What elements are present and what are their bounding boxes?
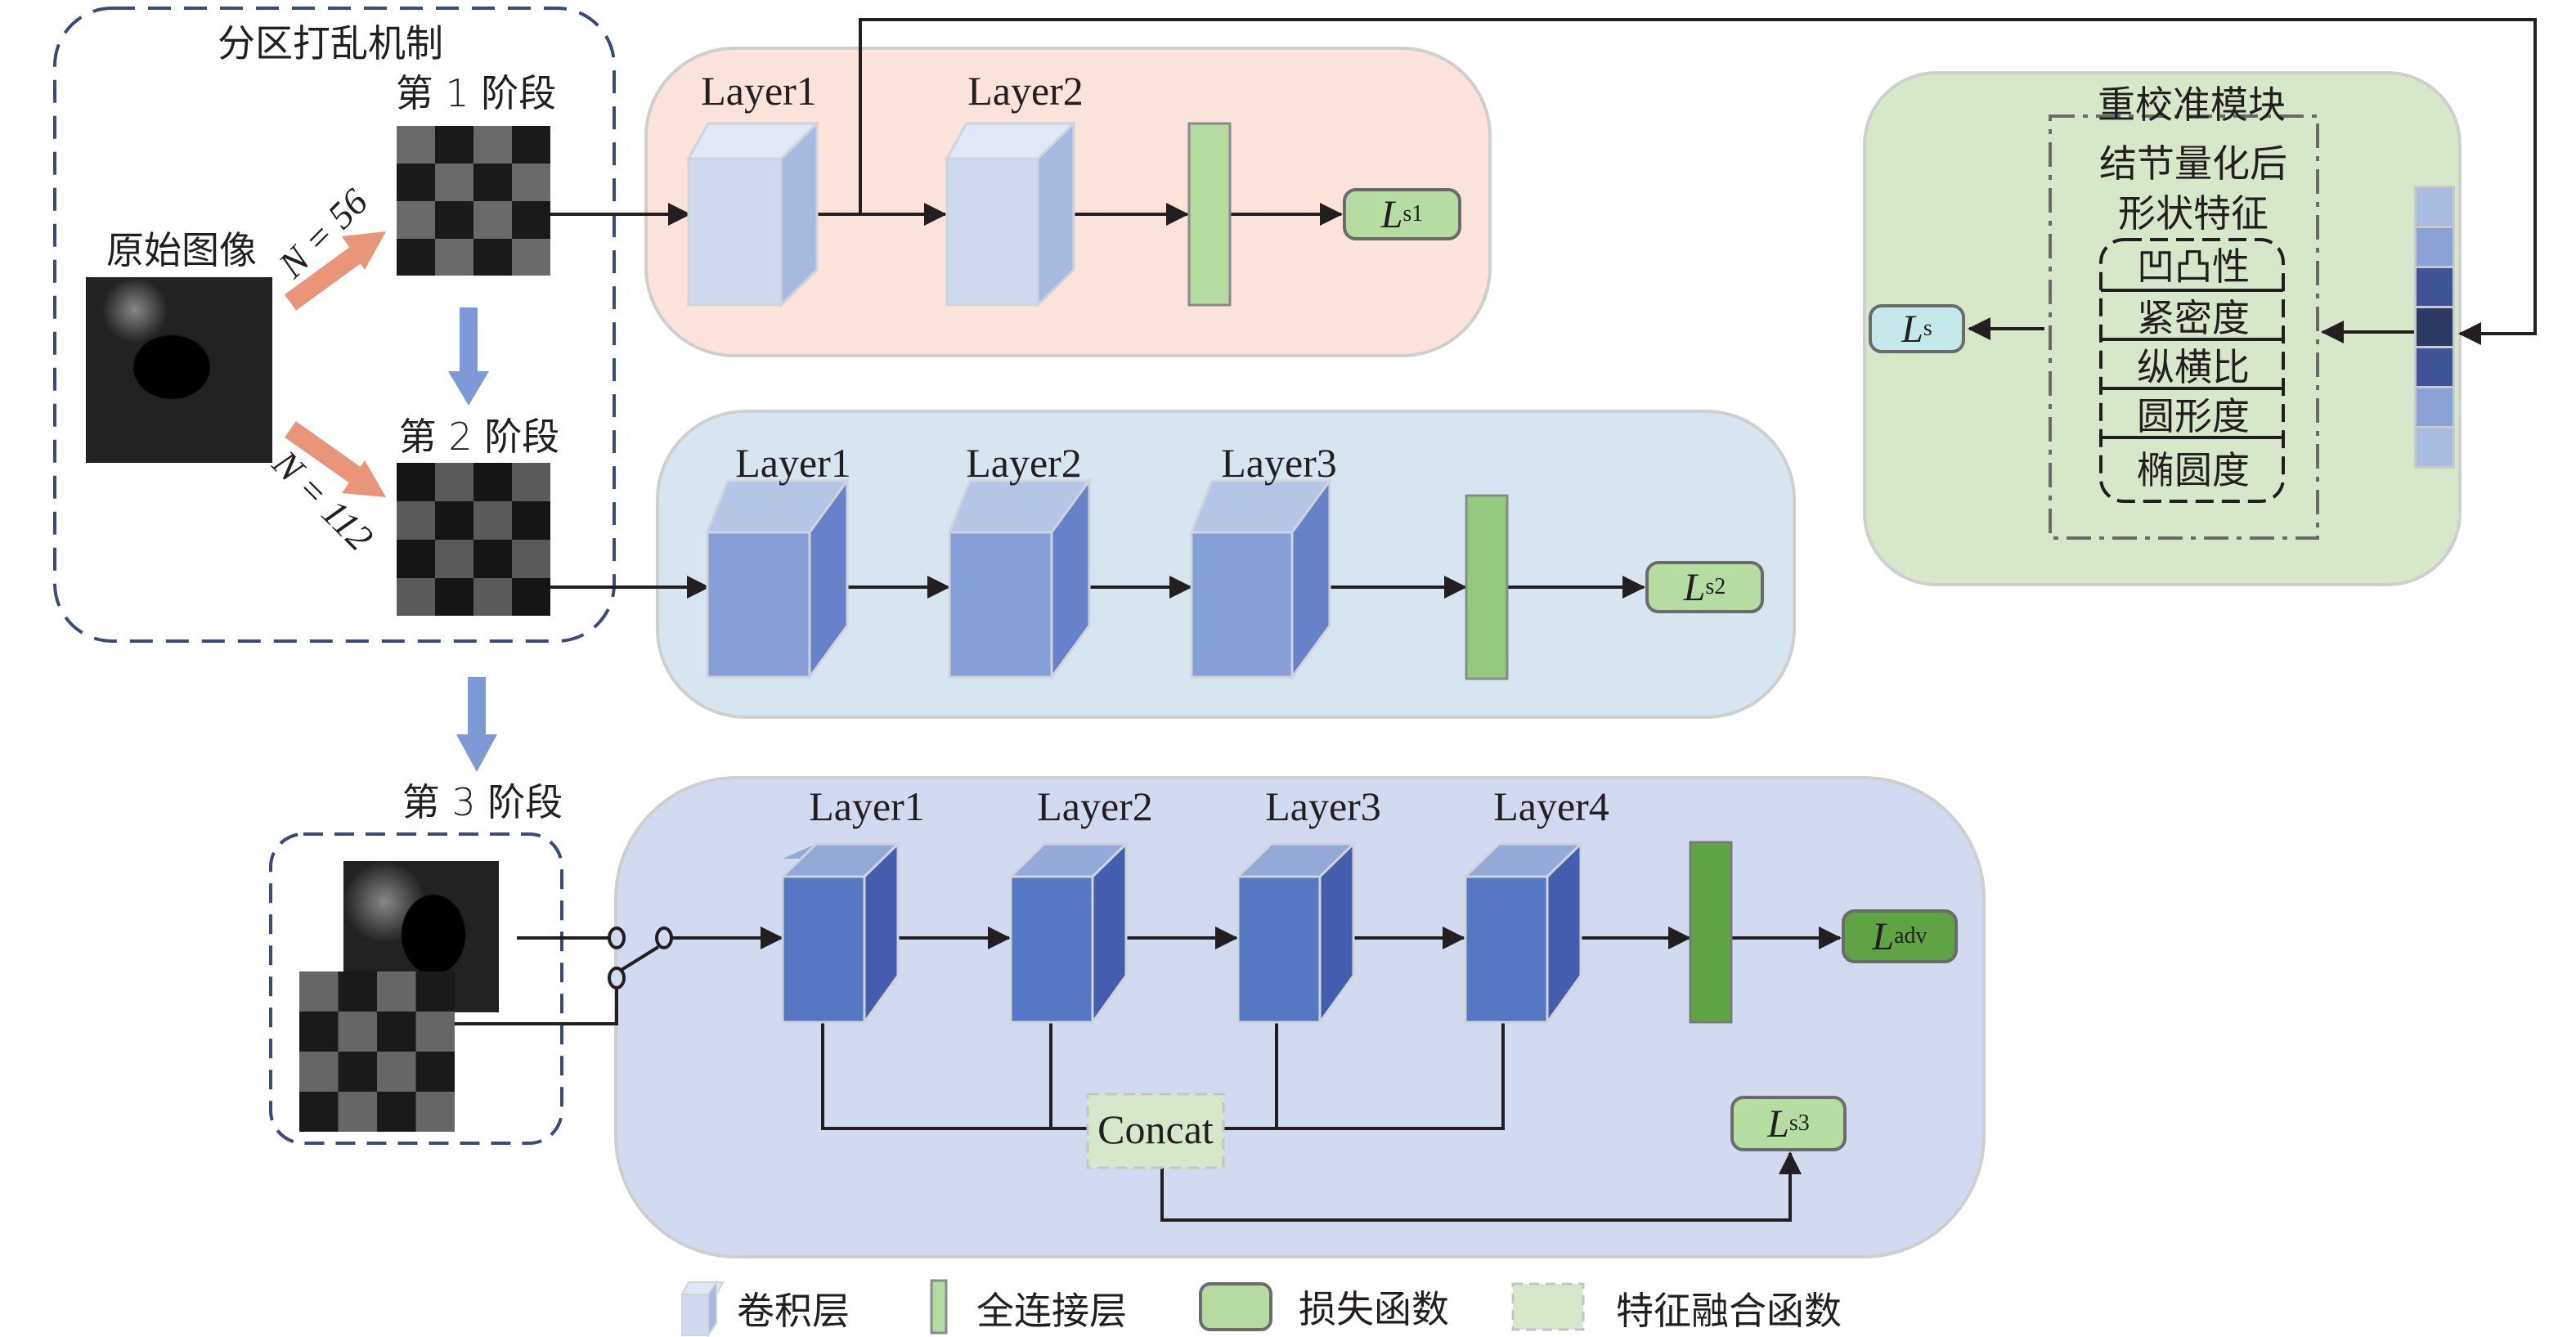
switch-lever [620,945,660,971]
feature-compactness: 紧密度 [2137,296,2250,340]
branch1-fc-layer [1187,122,1232,307]
branch2-fc-layer [1465,494,1509,680]
stage2-label: 第 2 阶段 [398,415,560,459]
branch3-fc-layer [1689,841,1733,1024]
loss-s1-symbol: L [1380,192,1403,236]
loss-s2-symbol: L [1683,565,1706,609]
branch3-conv-layer2 [1008,841,1129,1026]
branch3-layer3-label: Layer3 [1265,783,1381,829]
branch2-conv-layer2 [947,477,1092,681]
feature-vector [2414,186,2455,469]
loss-s3-symbol: L [1767,1101,1789,1146]
branch2-layer1-label: Layer1 [735,440,851,486]
feature-vector-cell [2417,388,2453,426]
branch2-layer3-label: Layer3 [1221,440,1337,486]
blue-arrow-stage2-to-3 [456,677,497,772]
branch2-conv-layer1 [705,477,850,681]
shuffle-mechanism-box [53,7,616,643]
feature-vector-cell [2417,268,2453,306]
branch3-layer2-label: Layer2 [1037,783,1153,829]
stage1-label: 第 1 阶段 [395,71,557,115]
legend-loss-label: 损失函数 [1299,1287,1449,1331]
stage3-image-original-top [343,861,499,971]
feature-convexity: 凹凸性 [2137,245,2250,289]
feature-circularity: 圆形度 [2137,394,2250,438]
legend-conv-label: 卷积层 [737,1289,850,1333]
branch1-layer2-label: Layer2 [967,68,1084,114]
concat-box [1086,1092,1225,1169]
stage1-shuffled-image [397,126,550,276]
legend-fusion-label: 特征融合函数 [1616,1289,1842,1333]
feature-title-line2: 形状特征 [2118,191,2269,236]
feature-vector-cell [2417,428,2453,466]
branch1-conv-layer1 [686,120,819,308]
branch2-layer2-label: Layer2 [966,440,1082,486]
concat-label: Concat [1097,1106,1214,1152]
orange-arrow-n56 [284,231,386,311]
feature-aspect-ratio: 纵横比 [2137,345,2250,389]
stage2-shuffled-image [397,463,550,616]
branch1-layer1-label: Layer1 [701,68,817,114]
branch3-conv-layer3 [1235,841,1357,1026]
feature-list-box [2099,238,2285,503]
stage3-box [269,832,563,1145]
loss-adv-sub: adv [1894,923,1928,949]
feature-vector-cell [2417,308,2453,346]
branch2-conv-layer3 [1189,477,1332,681]
stage3-label: 第 3 阶段 [402,780,563,824]
legend-loss-icon [1199,1282,1272,1331]
feature-vector-cell [2417,228,2453,266]
switch-contact-bottom [608,967,626,989]
legend-fusion-icon [1511,1282,1585,1331]
loss-s-symbol: L [1901,307,1923,351]
feedback-line [859,18,2537,345]
switch-contact-output [655,926,673,949]
feature-title-line1: 结节量化后 [2099,141,2287,186]
legend-fc-icon [930,1279,948,1335]
recalibration-title: 重校准模块 [2098,83,2286,127]
feature-vector-cell [2417,188,2453,226]
loss-adv-symbol: L [1872,914,1895,958]
switch-contact-top [608,926,626,949]
branch3-layer1-label: Layer1 [809,783,925,829]
blue-arrow-stage1-to-2 [448,307,489,406]
loss-s3-sub: s3 [1788,1110,1810,1136]
loss-s-sub: s [1923,316,1932,341]
shuffle-mechanism-title: 分区打乱机制 [218,21,443,65]
branch3-conv-layer4 [1462,841,1584,1026]
branch1-conv-layer2 [945,120,1076,308]
branch3-conv-layer1 [779,841,901,1026]
loss-s1-sub: s1 [1402,201,1424,227]
loss-s2-sub: s2 [1705,574,1726,599]
orange-arrow-n112 [285,421,386,497]
shape-feature-box [2049,114,2319,540]
legend-fc-label: 全连接层 [976,1289,1127,1333]
branch3-layer4-label: Layer4 [1493,783,1609,829]
feature-vector-cell [2417,348,2453,386]
original-image-label: 原始图像 [106,228,257,272]
legend-conv-icon [680,1279,725,1337]
feature-ellipticity: 椭圆度 [2137,448,2250,492]
stage3-image-shuffled [299,971,455,1132]
original-image [86,277,272,463]
